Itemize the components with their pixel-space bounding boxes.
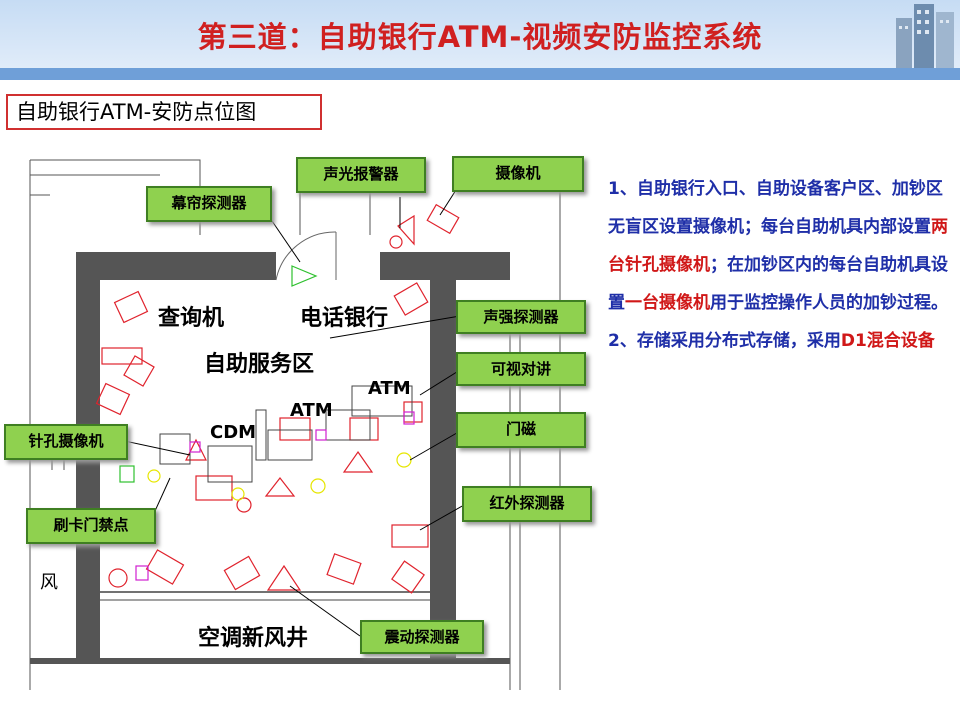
slide-title: 第三道：自助银行ATM-视频安防监控系统 bbox=[197, 20, 763, 54]
building-icon bbox=[896, 4, 954, 68]
callout-infrared-detector: 红外探测器 bbox=[462, 486, 592, 522]
callout-sound-detector: 声强探测器 bbox=[456, 300, 586, 334]
point-1-text-a: 1、自助银行入口、自助设备客户区、加钞区无盲区设置摄像机；每台自助机具内部设置 bbox=[608, 179, 943, 237]
description-point-2: 2、存储采用分布式存储，采用D1混合设备 bbox=[608, 322, 948, 360]
map-title: 自助银行ATM-安防点位图 bbox=[6, 94, 322, 130]
description-point-1: 1、自助银行入口、自助设备客户区、加钞区无盲区设置摄像机；每台自助机具内部设置两… bbox=[608, 170, 948, 322]
callout-door-magnet: 门磁 bbox=[456, 412, 586, 448]
label-inquiry-machine: 查询机 bbox=[158, 306, 225, 331]
label-service-area: 自助服务区 bbox=[204, 352, 315, 377]
callout-card-access: 刷卡门禁点 bbox=[26, 508, 156, 544]
point-1-highlight-2: 一台摄像机 bbox=[625, 293, 710, 313]
label-atm-1: ATM bbox=[290, 400, 333, 421]
header-band: 第三道：自助银行ATM-视频安防监控系统 bbox=[0, 0, 960, 80]
callout-pinhole-camera: 针孔摄像机 bbox=[4, 424, 128, 460]
header-accent-bar bbox=[0, 68, 960, 80]
description-panel: 1、自助银行入口、自助设备客户区、加钞区无盲区设置摄像机；每台自助机具内部设置两… bbox=[608, 170, 948, 360]
callout-curtain-detector: 幕帘探测器 bbox=[146, 186, 272, 222]
callout-vibration-detector: 震动探测器 bbox=[360, 620, 484, 654]
sensor-symbols bbox=[119, 265, 415, 581]
callout-video-intercom: 可视对讲 bbox=[456, 352, 586, 386]
point-1-text-b: ；在加钞区内的每台自助机具设置 bbox=[608, 255, 948, 313]
label-atm-2: ATM bbox=[368, 378, 411, 399]
point-2-text-a: 2、存储采用分布式存储，采用 bbox=[608, 331, 841, 351]
callout-alarm: 声光报警器 bbox=[296, 157, 426, 193]
point-1-text-c: 用于监控操作人员的加钞过程。 bbox=[710, 293, 948, 313]
callout-camera: 摄像机 bbox=[452, 156, 584, 192]
atm-machine-symbols bbox=[159, 385, 413, 483]
label-cdm: CDM bbox=[210, 422, 257, 443]
label-phone-bank: 电话银行 bbox=[300, 306, 389, 331]
point-1-highlight-1: 两台针孔摄像机 bbox=[608, 217, 948, 275]
label-side-text: 风 bbox=[40, 572, 58, 593]
label-air-shaft: 空调新风井 bbox=[198, 626, 309, 651]
point-2-highlight: D1混合设备 bbox=[840, 331, 935, 351]
leader-lines bbox=[119, 189, 465, 637]
